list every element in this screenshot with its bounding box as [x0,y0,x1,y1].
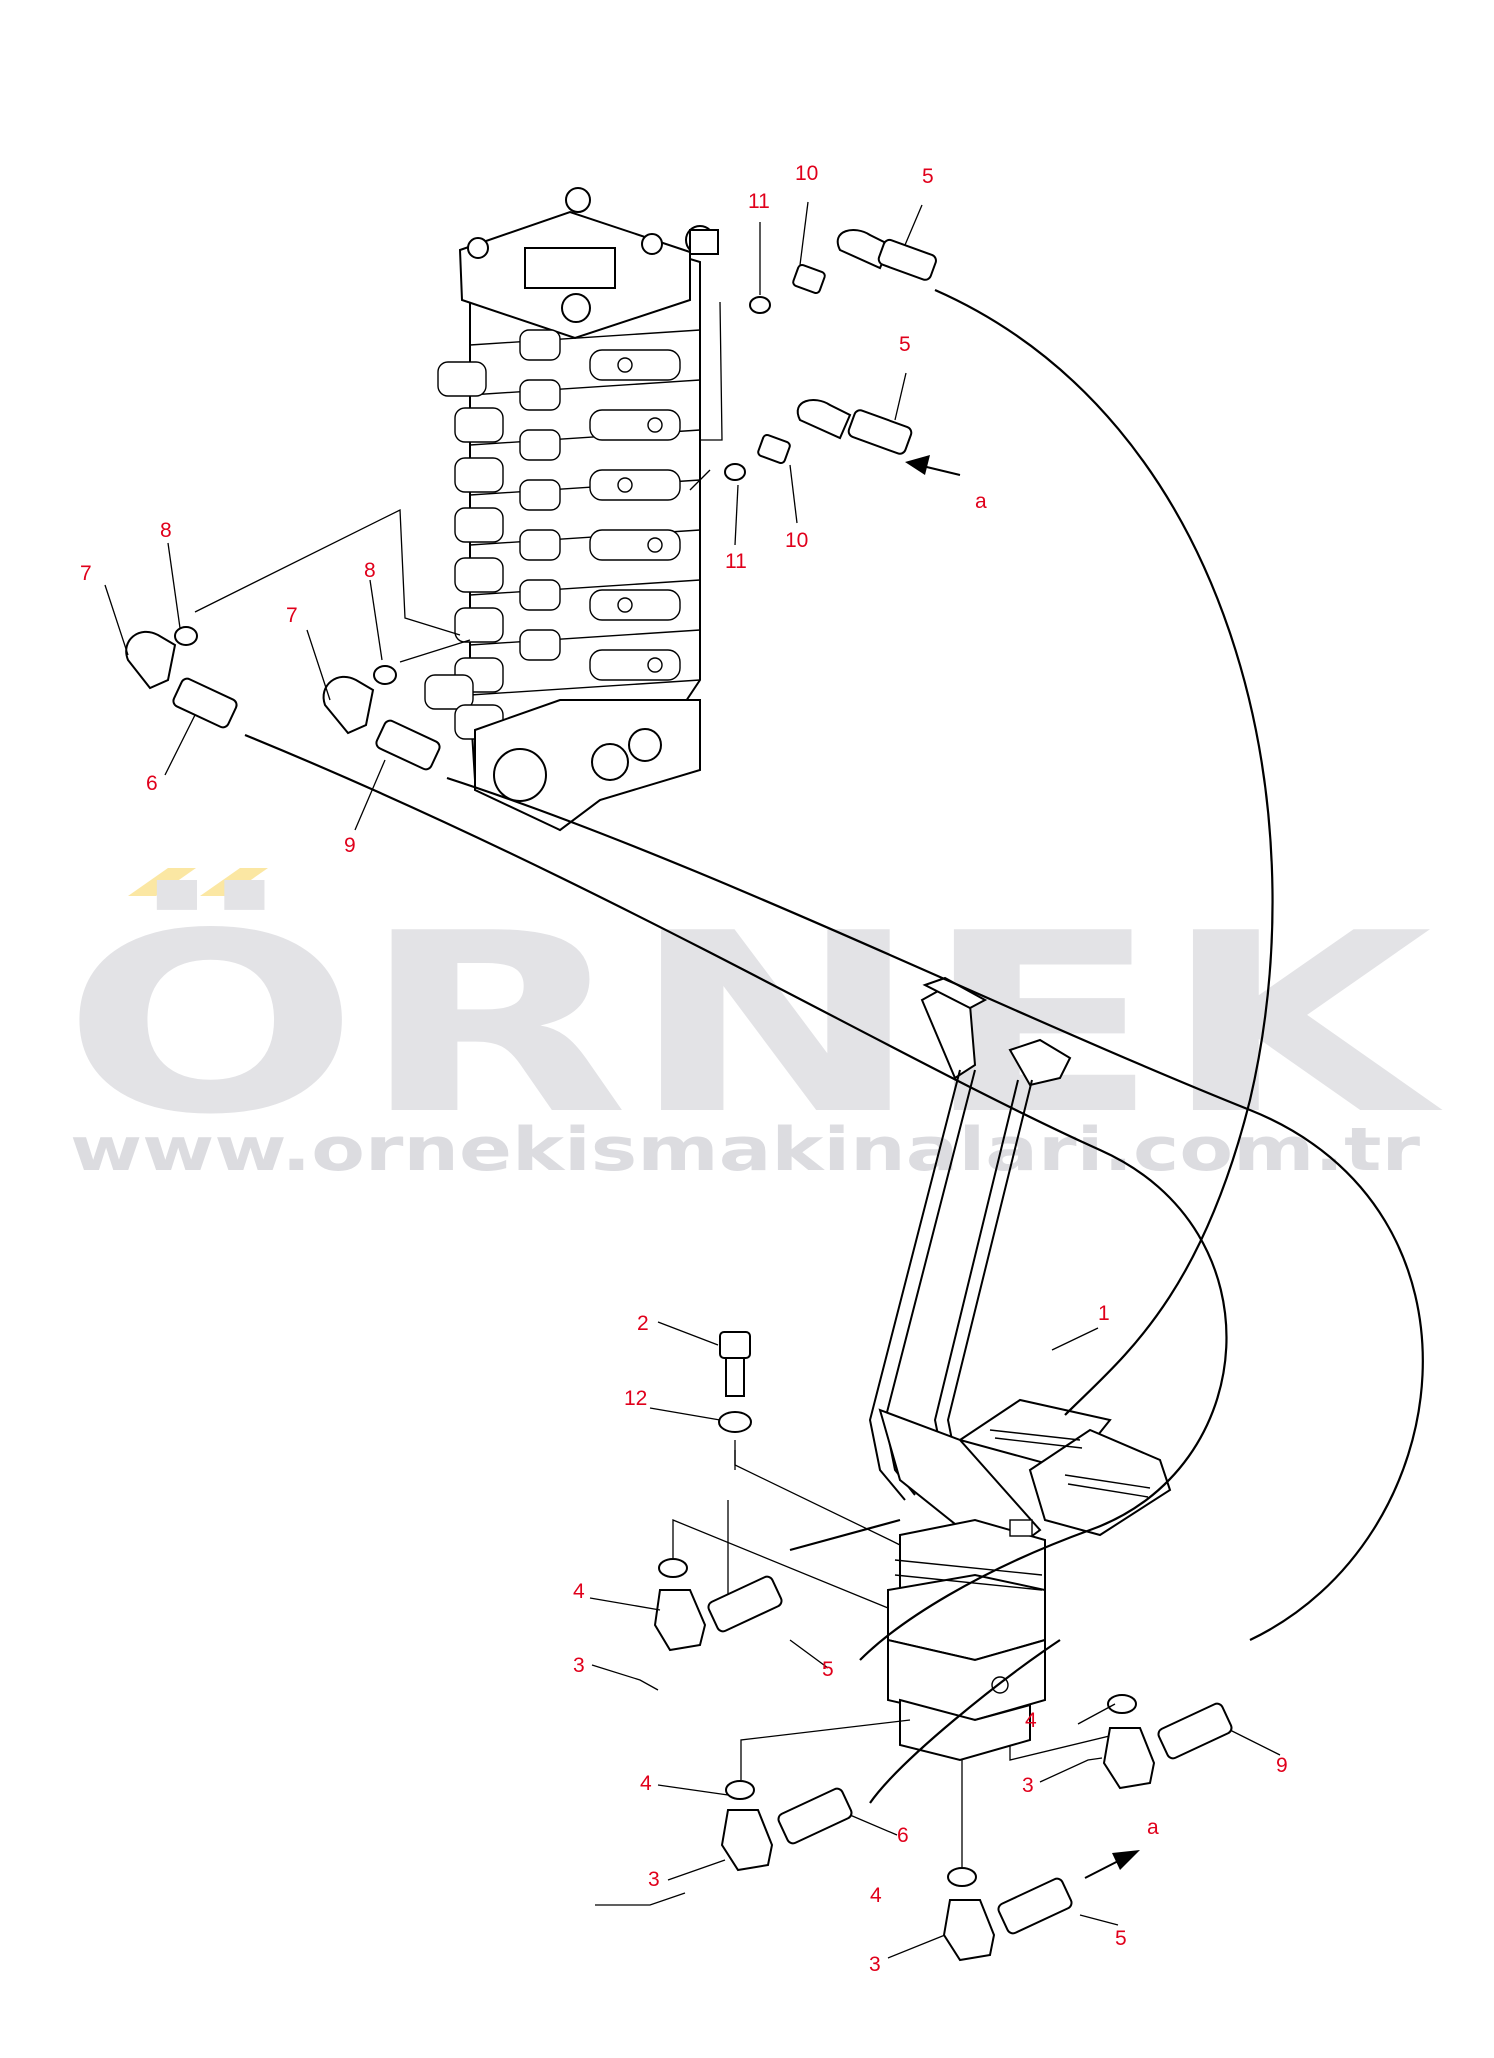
callout-label: 6 [897,1824,909,1847]
callout-label: 3 [573,1654,585,1677]
watermark-accent-mark [128,868,196,896]
callout-label: 3 [1022,1774,1034,1797]
control-valve [424,187,719,832]
callout-label: 5 [822,1658,834,1681]
callout-label: 9 [344,834,356,857]
watermark-accent-mark [200,868,268,896]
watermark-brand: ÖRNEK [62,880,1443,1169]
callout-label: 7 [286,604,298,627]
callout-label: 5 [1115,1927,1127,1950]
callout-label: 11 [725,550,747,573]
fittings [125,229,1233,1962]
callout-label: 8 [364,559,376,582]
callout-labels: 1 2 3 3 3 3 4 4 4 4 5 5 5 5 6 6 7 7 8 8 … [80,162,1288,1976]
watermark-url: www.ornekismakinalari.com.tr [70,1115,1421,1185]
callout-label: 12 [624,1387,647,1410]
callout-label: 4 [573,1580,585,1603]
callout-label: 1 [1098,1302,1110,1325]
callout-label: 4 [870,1884,882,1907]
pilot-hoses [244,288,1424,1804]
leader-lines [194,301,1123,1872]
callout-label: 4 [1025,1709,1037,1732]
callout-label: 3 [869,1953,881,1976]
callout-label: a [975,490,987,513]
callout-label: 7 [80,562,92,585]
callout-label: 10 [795,162,818,185]
callout-label: 9 [1276,1754,1288,1777]
callout-label: 11 [748,190,770,213]
callout-leaders [104,201,1281,1959]
watermark: ÖRNEK www.ornekismakinalari.com.tr [62,868,1443,1185]
callout-label: 3 [648,1868,660,1891]
callout-label: 4 [640,1772,652,1795]
callout-label: 5 [899,333,911,356]
callout-label: 8 [160,519,172,542]
callout-label: 6 [146,772,158,795]
callout-label: 2 [637,1312,649,1335]
callout-label: a [1147,1816,1159,1839]
callout-label: 5 [922,165,934,188]
callout-label: 10 [785,529,808,552]
